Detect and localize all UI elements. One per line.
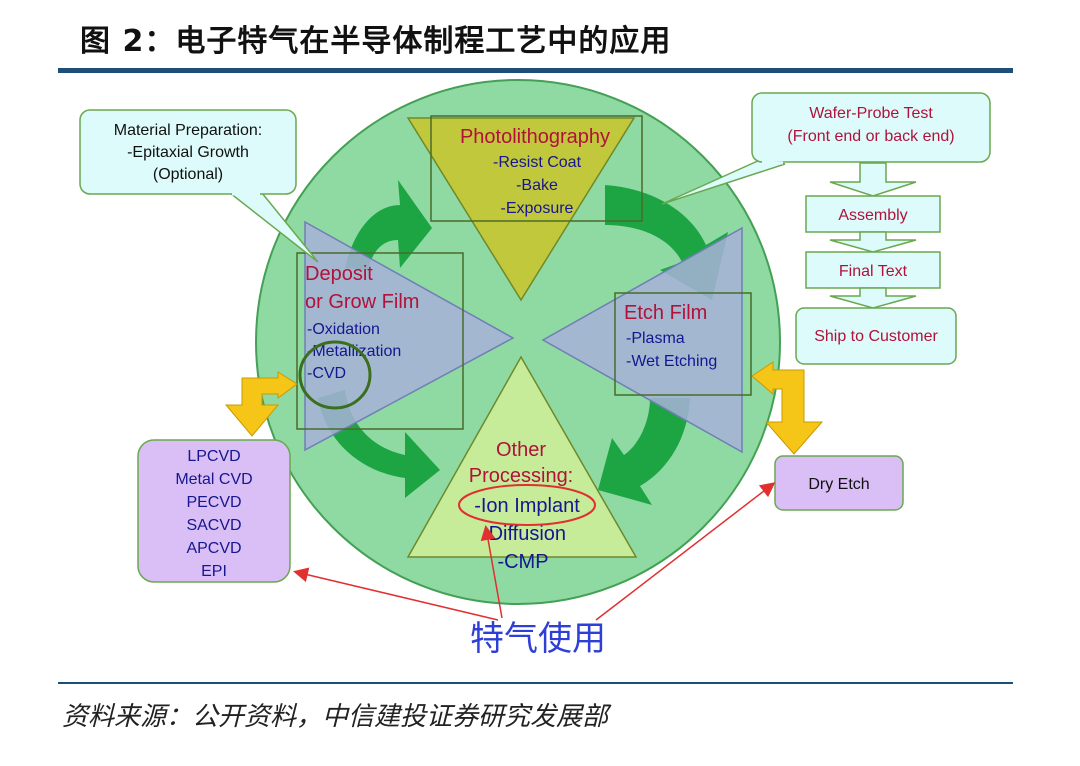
dry-etch-label: Dry Etch [808,476,869,493]
cvd-highlight-circle [298,340,372,410]
yellow-arrow-right [751,361,824,455]
cvd-list-item: Metal CVD [175,471,252,488]
deposit-triangle [304,220,515,452]
photolithography-triangle [406,117,636,302]
cvd-list-item: APCVD [186,540,241,557]
deposit-item: -Metallization [307,343,401,360]
ship-to-customer-label: Ship to Customer [814,328,938,345]
photolithography-item: -Bake [516,177,558,194]
photolithography-title: Photolithography [460,126,610,148]
flow-arrow-1 [829,162,917,197]
photolithography-frame [430,115,643,222]
cvd-list-item: SACVD [186,517,241,534]
gas-pointer-to-cvd [293,567,499,621]
deposit-title: or Grow Film [305,291,419,313]
deposit-item: -Oxidation [307,321,380,338]
etch-frame [614,292,752,396]
flow-arrow-3 [829,287,917,309]
other-processing-item: -CMP [497,551,548,573]
photolithography-item: -Exposure [501,200,574,217]
gas-pointer-to-ion-implant [480,525,503,619]
gas-usage-label: 特气使用 [470,619,606,659]
material-prep-text: (Optional) [153,166,223,183]
source-note: 资料来源：公开资料，中信建投证券研究发展部 [62,702,609,732]
yellow-arrow-left [224,371,298,437]
material-prep-callout [79,109,297,195]
cvd-list-item: PECVD [186,494,241,511]
etch-item: -Plasma [626,330,685,347]
material-prep-text: -Epitaxial Growth [127,144,249,161]
ion-implant-highlight-circle [458,484,596,526]
other-processing-triangle [406,355,638,558]
etch-triangle [541,226,743,454]
etch-item: -Wet Etching [626,353,717,370]
etch-title: Etch Film [624,302,707,324]
other-processing-item: -Diffusion [482,523,566,545]
deposit-item: -CVD [307,365,346,382]
wafer-probe-text: (Front end or back end) [787,128,954,145]
photolithography-item: -Resist Coat [493,154,582,171]
final-text-label: Final Text [839,263,908,280]
flow-arrow-2 [829,231,917,253]
cvd-list-item: LPCVD [187,448,240,465]
final-text-box [805,251,941,289]
wafer-probe-text: Wafer-Probe Test [809,105,933,122]
footer-divider [58,682,1013,684]
assembly-label: Assembly [838,207,907,224]
cycle-arrow-bottom-right [598,398,690,505]
gas-pointer-to-dry-etch [595,482,776,621]
cvd-list-item: EPI [201,563,227,580]
cycle-arrow-top-left [345,180,432,270]
cvd-list-box [137,439,291,583]
page-title: 图 2：电子特气在半导体制程工艺中的应用 [80,24,672,59]
deposit-frame [296,252,464,430]
deposit-title: Deposit [305,263,373,285]
material-prep-text: Material Preparation: [114,122,263,139]
other-processing-item: -Ion Implant [474,495,580,517]
other-processing-title: Other [496,439,546,461]
assembly-box [805,195,941,233]
header-divider [58,68,1013,73]
other-processing-title: Processing: [469,465,574,487]
wafer-probe-callout [751,92,991,163]
ship-to-customer-box [795,307,957,365]
